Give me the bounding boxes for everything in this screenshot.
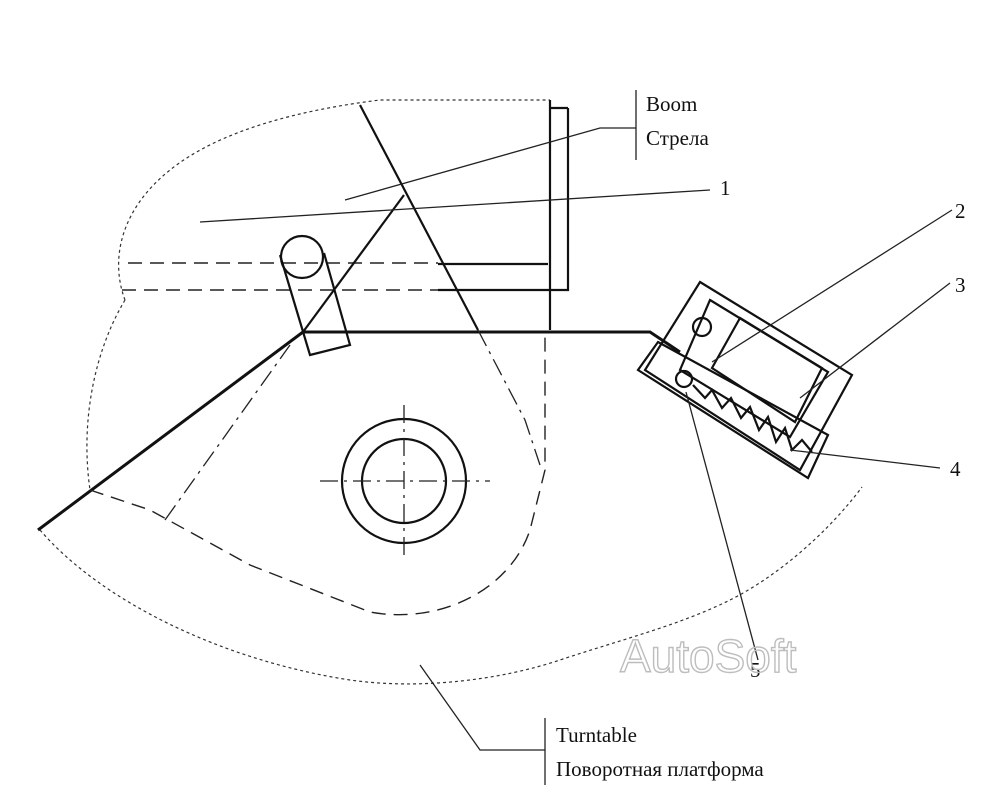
boom-rotation-arc	[477, 329, 541, 466]
switch-spring	[692, 384, 813, 453]
strut-line	[37, 330, 304, 532]
boom-label-en: Boom	[646, 92, 697, 116]
watermark: AutoSoft	[620, 630, 797, 682]
callout-5-leader	[685, 391, 759, 661]
turntable-leader	[419, 664, 545, 751]
turntable-label-ru: Поворотная платформа	[556, 757, 764, 781]
switch-lever-block	[710, 316, 824, 424]
boom-label-ru: Стрела	[646, 126, 709, 150]
turntable-top-edge	[303, 330, 681, 354]
limit-switch-assembly	[636, 280, 854, 480]
turntable-rotation-arc	[89, 332, 546, 616]
boom-pivot-pin	[279, 234, 325, 280]
callout-4-leader	[789, 449, 941, 469]
switch-base-plate	[636, 340, 830, 480]
boom-outline-wave	[118, 99, 550, 301]
boom-side-plate	[438, 100, 570, 330]
turntable-outline-wave	[86, 299, 126, 491]
boom-leader	[344, 127, 636, 201]
callout-3: 3	[955, 273, 966, 297]
callout-1-leader	[199, 189, 711, 223]
callout-1: 1	[720, 176, 731, 200]
swing-envelope-dashdot	[164, 344, 291, 521]
turntable-label-en: Turntable	[556, 723, 637, 747]
switch-roller-upper	[691, 316, 713, 338]
callout-4: 4	[950, 457, 961, 481]
callout-5: 5	[750, 658, 761, 682]
pivot-slot-bracket	[278, 252, 352, 357]
callout-2: 2	[955, 199, 966, 223]
callout-3-leader	[799, 282, 951, 399]
switch-housing-outer	[643, 280, 854, 472]
boom-diagonal	[359, 104, 479, 331]
callout-2-leader	[711, 209, 953, 363]
turntable-bottom-wave	[39, 486, 863, 685]
switch-roller-lower	[674, 369, 694, 389]
strut-line-upper	[302, 194, 405, 333]
